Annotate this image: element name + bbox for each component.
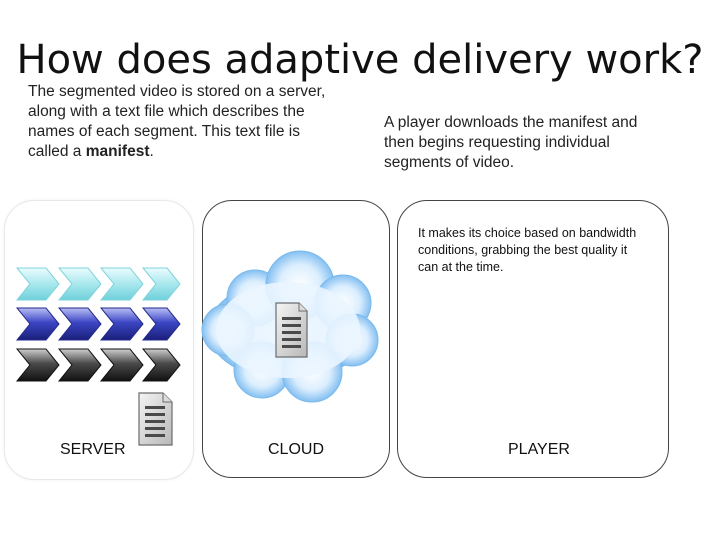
segment-chevron-icon	[57, 307, 102, 341]
segment-chevron-icon	[99, 267, 144, 301]
segment-chevron-icon	[141, 307, 181, 341]
segment-chevron-icon	[57, 267, 102, 301]
manifest-term: manifest	[85, 143, 150, 160]
cloud-manifest-document-icon	[275, 302, 308, 358]
manifest-document-icon	[138, 392, 173, 446]
segment-chevron-icon	[15, 348, 60, 382]
segment-chevron-icon	[141, 348, 181, 382]
cloud-label: CLOUD	[268, 441, 325, 458]
segment-chevron-icon	[57, 348, 102, 382]
server-description-text: The segmented video is stored on a serve…	[28, 83, 326, 160]
segment-chevron-icon	[15, 267, 60, 301]
player-panel	[397, 200, 669, 478]
segment-row-cyan	[15, 267, 181, 301]
segment-row-blue	[15, 307, 181, 341]
player-label: PLAYER	[508, 441, 570, 458]
server-label: SERVER	[60, 441, 126, 458]
segment-chevron-icon	[15, 307, 60, 341]
server-description: The segmented video is stored on a serve…	[28, 82, 328, 162]
segment-chevron-icon	[99, 307, 144, 341]
segment-chevron-icon	[141, 267, 181, 301]
segment-row-black	[15, 348, 181, 382]
page-title: How does adaptive delivery work?	[16, 37, 704, 83]
server-description-suffix: .	[149, 143, 154, 160]
segment-chevron-icon	[99, 348, 144, 382]
player-description: A player downloads the manifest and then…	[384, 114, 638, 171]
player-note: It makes its choice based on bandwidth c…	[418, 226, 637, 274]
